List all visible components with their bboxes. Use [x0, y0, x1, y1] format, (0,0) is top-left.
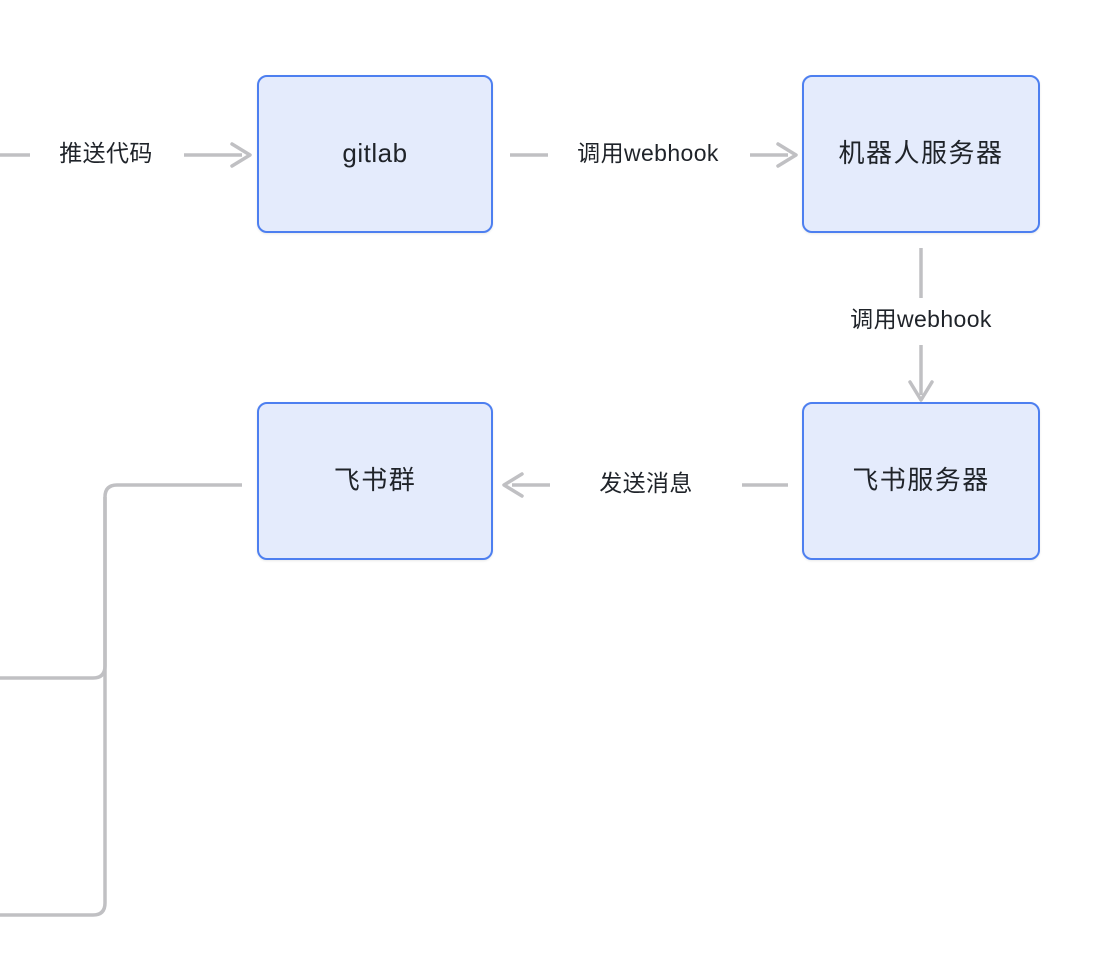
- edge-call-webhook-1-arrowhead: [776, 142, 798, 168]
- edge-label-send-message-text: 发送消息: [599, 470, 693, 496]
- edge-label-call-webhook-1-text: 调用webhook: [577, 140, 719, 166]
- edge-label-push-code: 推送代码: [53, 142, 159, 165]
- node-gitlab[interactable]: gitlab: [257, 75, 493, 233]
- edge-label-send-message: 发送消息: [593, 472, 699, 495]
- node-robot-server[interactable]: 机器人服务器: [802, 75, 1040, 233]
- node-robot-server-label: 机器人服务器: [838, 138, 1004, 169]
- edge-label-call-webhook-1: 调用webhook: [571, 142, 725, 165]
- edge-group-return-b: [0, 497, 107, 680]
- node-feishu-group-label: 飞书群: [333, 465, 417, 496]
- node-feishu-group[interactable]: 飞书群: [257, 402, 493, 560]
- edge-label-push-code-text: 推送代码: [59, 140, 153, 166]
- edge-label-call-webhook-2-text: 调用webhook: [850, 306, 992, 332]
- edge-call-webhook-2-arrowhead: [908, 380, 934, 402]
- node-feishu-server-label: 飞书服务器: [852, 465, 990, 496]
- node-feishu-server[interactable]: 飞书服务器: [802, 402, 1040, 560]
- edge-group-return-a: [0, 483, 242, 917]
- edge-push-code-arrowhead: [230, 142, 252, 168]
- edge-send-message-arrowhead: [502, 472, 524, 498]
- node-gitlab-label: gitlab: [342, 138, 408, 169]
- edge-label-call-webhook-2: 调用webhook: [844, 308, 998, 331]
